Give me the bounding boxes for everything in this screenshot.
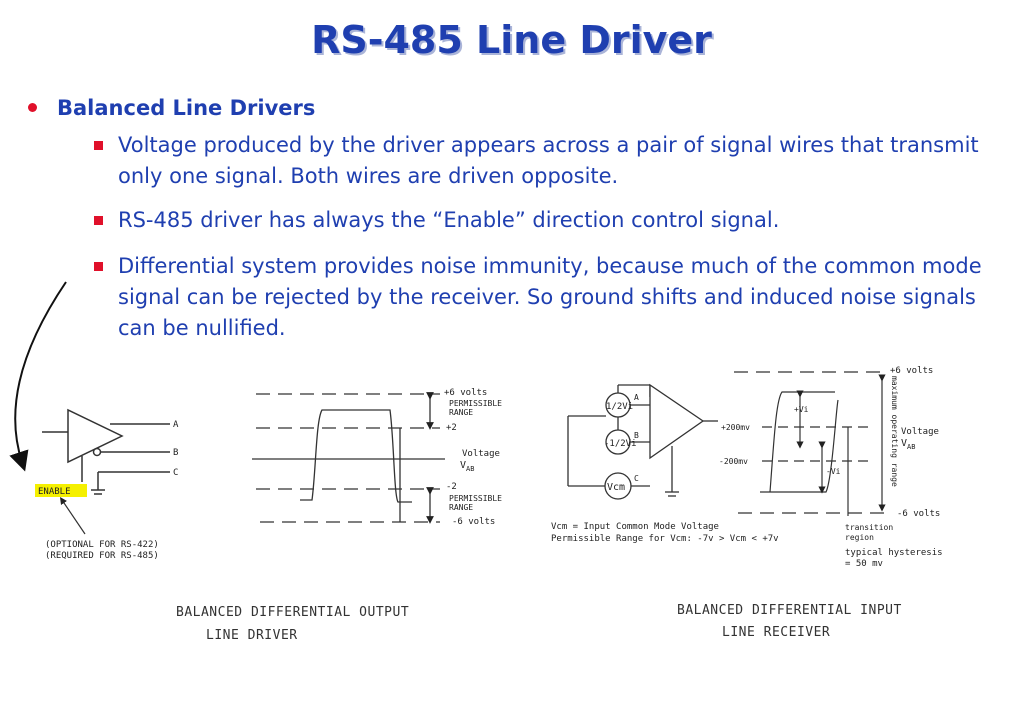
receiver-caption-line1: BALANCED DIFFERENTIAL INPUT [677,603,902,618]
subpoint-voltage: Voltage produced by the driver appears a… [94,130,1013,192]
driver-permissible-top-2: RANGE [449,408,473,417]
terminal-b-label: B [173,448,178,458]
receiver-minus200-label: -200mv [719,457,748,466]
receiver-plus200-label: +200mv [721,423,750,432]
page-title: RS-485 Line Driver [311,18,712,62]
driver-plus2-label: +2 [446,423,457,433]
driver-caption-line1: BALANCED DIFFERENTIAL OUTPUT [176,605,410,620]
receiver-half-vi-neg: -1/2Vi [604,439,637,449]
driver-caption-line2: LINE DRIVER [206,628,298,643]
subpoint-text: Differential system provides noise immun… [118,254,982,340]
bullet-balanced-line-drivers: Balanced Line Drivers [28,96,315,120]
transition-region-1: transition [845,523,893,532]
driver-vab-label: VAB [460,460,474,473]
vcm-range-note: Permissible Range for Vcm: -7v > Vcm < +… [551,534,779,544]
driver-minus2-label: -2 [446,482,457,492]
receiver-vab-label: VAB [901,438,915,451]
subpoint-text: Voltage produced by the driver appears a… [118,133,979,188]
max-operating-range-label: maximum operating range [890,376,899,487]
receiver-half-vi-pos: 1/2Vi [606,402,633,412]
hysteresis-label-2: = 50 mv [845,559,883,569]
enable-label: ENABLE [38,487,71,497]
enable-pointer-arrow [9,281,67,472]
enable-note-required: (REQUIRED FOR RS-485) [45,551,159,561]
receiver-waveform [734,371,888,516]
bullet-dot [28,102,37,112]
transition-region-2: region [845,533,874,542]
receiver-caption-line2: LINE RECEIVER [722,625,831,640]
driver-minus6-label: -6 volts [452,517,495,527]
receiver-plus-vi-label: +Vi [794,405,809,414]
driver-voltage-label: Voltage [462,449,500,459]
driver-permissible-top-1: PERMISSIBLE [449,399,502,408]
square-bullet-icon [94,141,103,150]
terminal-c-label: C [173,468,178,478]
hysteresis-label-1: typical hysteresis [845,548,943,558]
driver-schematic [42,408,170,495]
driver-plus6-label: +6 volts [444,388,487,398]
driver-waveform [252,392,445,524]
bullet-label: Balanced Line Drivers [57,96,316,120]
receiver-minus6-label: -6 volts [897,509,940,519]
subpoint-enable: RS-485 driver has always the “Enable” di… [94,205,1013,236]
enable-note-optional: (OPTIONAL FOR RS-422) [45,540,159,550]
receiver-a-label: A [634,393,639,402]
driver-permissible-bot-1: PERMISSIBLE [449,494,502,503]
subpoint-noise: Differential system provides noise immun… [94,251,1013,344]
receiver-minus-vi-label: -Vi [826,467,841,476]
receiver-vcm-label: Vcm [607,482,625,493]
receiver-schematic [567,383,718,500]
receiver-triangle-icon [649,383,705,460]
square-bullet-icon [94,262,103,271]
receiver-b-label: B [634,431,639,440]
receiver-plus6-label: +6 volts [890,366,933,376]
vcm-definition-note: Vcm = Input Common Mode Voltage [551,522,719,532]
receiver-c-label: C [634,474,639,483]
receiver-voltage-label: Voltage [901,427,939,437]
driver-permissible-bot-2: RANGE [449,503,473,512]
terminal-a-label: A [173,420,179,430]
subpoint-text: RS-485 driver has always the “Enable” di… [118,208,780,232]
enable-highlight [35,484,87,497]
enable-note-arrow [59,497,86,535]
square-bullet-icon [94,216,103,225]
